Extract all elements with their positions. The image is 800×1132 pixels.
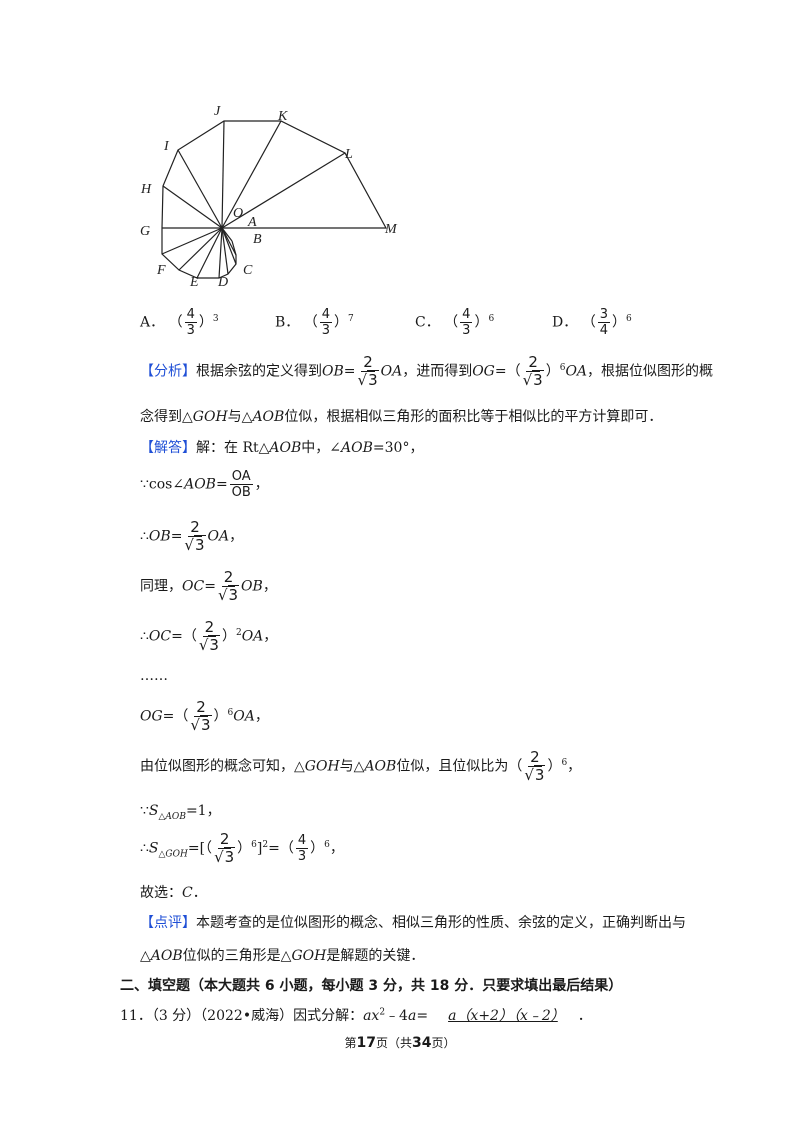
label-d: D: [217, 275, 228, 290]
label-o: O: [233, 206, 243, 221]
label-g: G: [140, 224, 150, 239]
solution-line-ratio: 由位似图形的概念可知，△GOH与△AOB位似，且位似比为（2√3）6，: [140, 748, 582, 784]
comment-tag: 【点评】: [140, 915, 196, 931]
solution-line-og: OG=（2√3）6OA，: [140, 698, 269, 734]
question-11: 11．（3 分）（2022•威海）因式分解：ax2﹣4a=a（x+2）（x﹣2）…: [120, 1007, 592, 1024]
label-k: K: [277, 109, 288, 124]
solution-tag: 【解答】: [140, 440, 196, 456]
outer-polygon: [161, 120, 388, 279]
label-l: L: [344, 147, 353, 162]
answer-blank: a（x+2）（x﹣2）: [448, 1008, 558, 1024]
label-f: F: [156, 263, 166, 278]
geometry-figure: J K I L H O A G M B F C E D: [140, 104, 398, 290]
label-b: B: [253, 232, 262, 247]
page-footer: 第17页（共34页）: [344, 1035, 456, 1051]
label-a: A: [247, 215, 257, 230]
label-e: E: [189, 275, 199, 290]
solution-line-oc2: ∴OC=（2√3）2OA，: [140, 618, 278, 654]
section-title: 二、填空题（本大题共 6 小题，每小题 3 分，共 18 分．只要求填出最后结果…: [120, 978, 623, 994]
label-c: C: [243, 263, 253, 278]
solution-line-1: 【解答】解：在 Rt△AOB中，∠AOB=30°，: [140, 440, 424, 456]
label-j: J: [214, 104, 221, 119]
solution-ellipsis: ……: [140, 668, 168, 684]
analysis-tag: 【分析】: [140, 363, 196, 380]
solution-line-s-aob: ∵S△AOB=1，: [140, 803, 221, 822]
analysis-line-2: 念得到△GOH与△AOB位似，根据相似三角形的面积比等于相似比的平方计算即可．: [140, 409, 663, 425]
comment-line-2: △AOB位似的三角形是△GOH是解题的关键．: [140, 948, 425, 964]
label-m: M: [384, 222, 398, 237]
label-i: I: [163, 139, 170, 154]
solution-choice: 故选：C．: [140, 885, 207, 901]
label-h: H: [140, 182, 152, 197]
comment-line-1: 【点评】本题考查的是位似图形的概念、相似三角形的性质、余弦的定义，正确判断出与: [140, 915, 686, 931]
